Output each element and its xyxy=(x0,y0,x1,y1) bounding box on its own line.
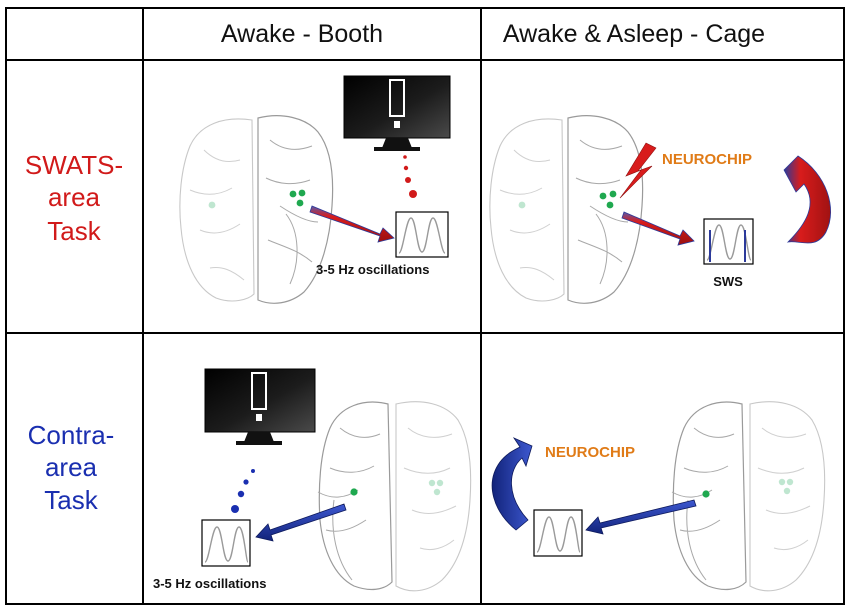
electrode-faint xyxy=(778,478,786,486)
brain-outline xyxy=(179,115,334,304)
oscillation-box xyxy=(201,519,251,567)
electrode-faint xyxy=(518,201,526,209)
svg-text:Task: Task xyxy=(44,485,98,515)
arrow-blue xyxy=(585,499,697,535)
electrode xyxy=(606,201,614,209)
monitor-icon xyxy=(204,368,316,445)
column-header-cage: Awake & Asleep - Cage xyxy=(503,20,765,48)
svg-text:Task: Task xyxy=(47,216,101,246)
electrode-faint xyxy=(436,479,444,487)
arrow-red xyxy=(309,205,395,243)
arrow-red xyxy=(621,211,695,246)
electrode xyxy=(599,192,607,200)
svg-text:area: area xyxy=(45,452,98,482)
electrode xyxy=(609,190,617,198)
electrode-faint xyxy=(786,478,794,486)
column-header-booth: Awake - Booth xyxy=(221,20,383,48)
table-grid xyxy=(5,7,845,605)
caption-oscillations: 3-5 Hz oscillations xyxy=(316,262,429,277)
caption-sws: SWS xyxy=(713,274,743,289)
electrode-faint xyxy=(428,479,436,487)
electrode xyxy=(289,190,297,198)
brain-outline xyxy=(671,401,826,592)
row-label-contra: Contra- area Task xyxy=(28,420,115,515)
cell-contra-booth: 3-5 Hz oscillations xyxy=(153,368,472,592)
signal-dots-red xyxy=(403,155,417,198)
neurochip-label: NEUROCHIP xyxy=(545,444,635,461)
brain-outline xyxy=(489,115,644,304)
svg-text:Contra-: Contra- xyxy=(28,420,115,450)
cell-swats-booth: 3-5 Hz oscillations xyxy=(179,75,451,304)
feedback-curve-arrow-red xyxy=(783,155,831,244)
electrode-faint xyxy=(433,488,441,496)
electrode xyxy=(702,490,710,498)
electrode xyxy=(296,199,304,207)
electrode xyxy=(298,189,306,197)
caption-oscillations: 3-5 Hz oscillations xyxy=(153,576,266,591)
feedback-curve-arrow-blue xyxy=(491,437,533,531)
cell-contra-cage: NEUROCHIP xyxy=(491,401,826,592)
row-label-swats: SWATS- area Task xyxy=(25,150,123,246)
svg-text:area: area xyxy=(48,182,101,212)
monitor-icon xyxy=(343,75,451,151)
oscillation-box xyxy=(533,509,583,557)
brain-outline xyxy=(317,401,472,592)
sws-box xyxy=(703,218,754,265)
stimulation-bolt-icon xyxy=(619,142,657,199)
oscillation-box xyxy=(395,211,449,258)
arrow-blue xyxy=(255,503,347,542)
electrode xyxy=(350,488,358,496)
signal-dots-blue xyxy=(231,469,255,513)
neurochip-label: NEUROCHIP xyxy=(662,151,752,168)
electrode-faint xyxy=(783,487,791,495)
svg-text:SWATS-: SWATS- xyxy=(25,150,123,180)
electrode-faint xyxy=(208,201,216,209)
cell-swats-cage: NEUROCHIP SWS xyxy=(489,115,831,304)
